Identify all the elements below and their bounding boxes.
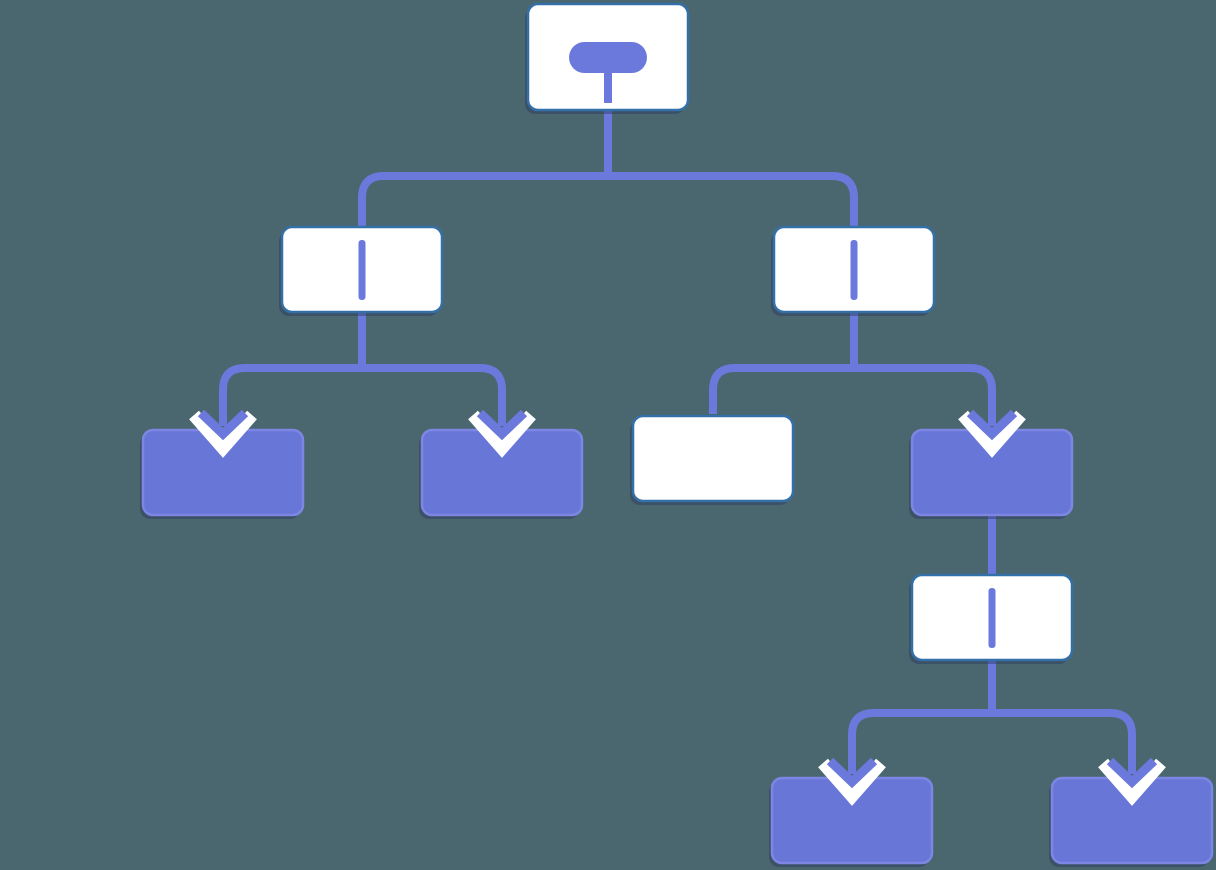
chevron-white-icon — [818, 758, 886, 806]
node-branch-left[interactable] — [279, 225, 444, 316]
chevron-down-icon — [189, 394, 257, 458]
root-pill-stem-icon — [604, 72, 612, 103]
chevron-down-icon — [1098, 742, 1166, 806]
node-blank-card[interactable] — [630, 414, 795, 505]
node-leaf-2[interactable] — [419, 428, 584, 519]
node-leaf-5[interactable] — [1049, 776, 1214, 867]
node-leaf-1[interactable] — [140, 428, 305, 519]
arrowhead-down-icon — [1106, 757, 1158, 789]
root-pill-icon — [569, 42, 647, 73]
chevron-white-icon — [958, 410, 1026, 458]
node-root[interactable] — [525, 2, 690, 114]
node-branch-low[interactable] — [909, 573, 1074, 664]
divider-line-icon — [358, 240, 366, 300]
divider-line-icon — [988, 588, 996, 648]
connector-split-top — [358, 172, 858, 368]
divider-line-icon — [850, 240, 858, 300]
chevron-white-icon — [468, 410, 536, 458]
chevron-down-icon — [958, 394, 1026, 458]
node-branch-right[interactable] — [771, 225, 936, 316]
arrowhead-down-icon — [966, 409, 1018, 441]
arrowhead-down-icon — [476, 409, 528, 441]
chevron-white-icon — [189, 410, 257, 458]
connector-split-bottom — [848, 709, 1136, 772]
node-leaf-4[interactable] — [769, 776, 934, 867]
connector-split-right — [709, 364, 996, 424]
arrowhead-down-icon — [197, 409, 249, 441]
node-card[interactable] — [631, 414, 795, 503]
connector-split-left — [219, 364, 506, 424]
node-leaf-3[interactable] — [909, 428, 1074, 519]
chevron-down-icon — [818, 742, 886, 806]
arrowhead-down-icon — [826, 757, 878, 789]
chevron-white-icon — [1098, 758, 1166, 806]
chevron-down-icon — [468, 394, 536, 458]
